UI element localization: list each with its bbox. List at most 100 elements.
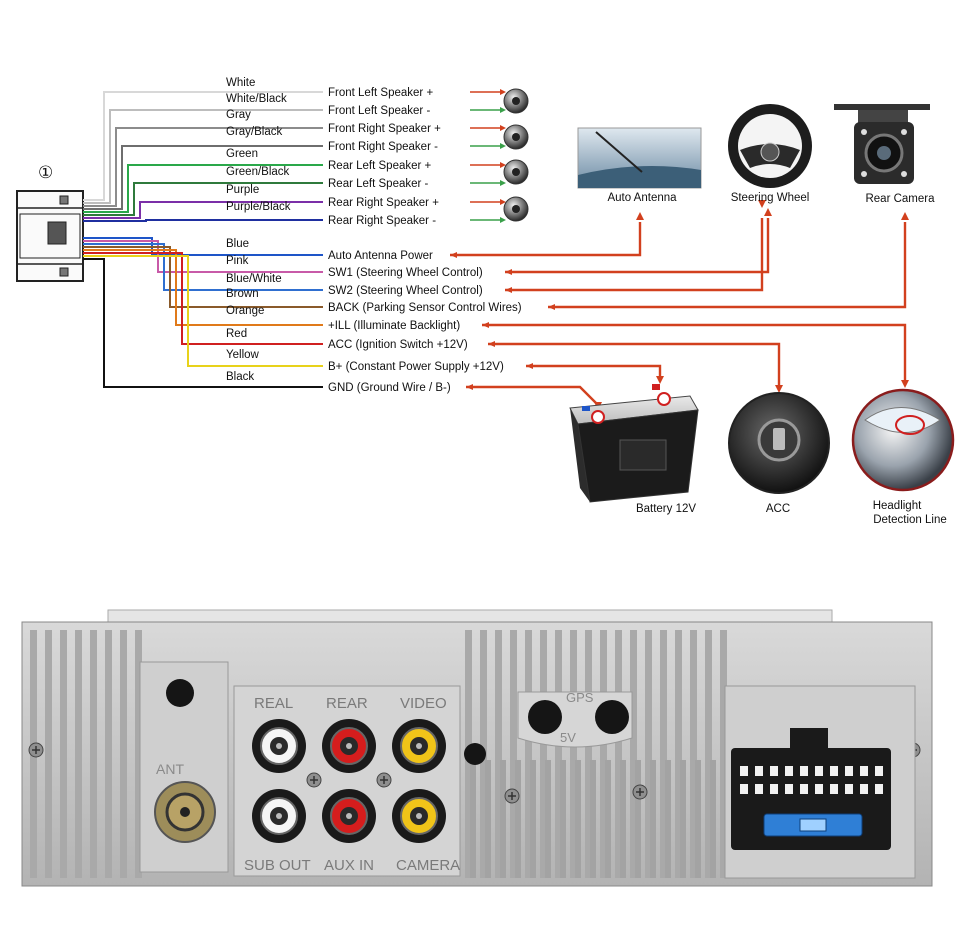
wire-color-label: Purple/Black	[226, 201, 291, 213]
wire-function-label: +ILL (Illuminate Backlight)	[328, 320, 460, 332]
antenna-label: Auto Antenna	[607, 192, 677, 204]
wire-function-label: SW2 (Steering Wheel Control)	[328, 285, 483, 297]
wire-5	[83, 182, 323, 216]
wire-color-label: White	[226, 77, 255, 89]
connection-arrow	[505, 287, 512, 293]
wire-6	[83, 201, 323, 219]
connection-arrow	[636, 212, 644, 220]
wire-3	[83, 145, 323, 210]
connection-arrow	[656, 376, 664, 384]
rca-jack	[252, 789, 306, 843]
steering-wheel-label: Steering Wheel	[731, 192, 810, 204]
speaker-icon	[503, 88, 529, 114]
wire-1	[83, 109, 323, 204]
wire-function-label: B+ (Constant Power Supply +12V)	[328, 361, 504, 373]
rear-panel: ANT REAL REAR VIDEO SUB OUT AUX IN CAMER…	[21, 609, 933, 887]
5v-label: 5V	[560, 730, 576, 745]
connection-arrow	[901, 380, 909, 388]
wire-function-label: Front Left Speaker +	[328, 87, 433, 99]
connection-arrow	[482, 322, 489, 328]
headlight-label-line1: Headlight	[873, 500, 922, 512]
headlight-label-line2: Detection Line	[873, 514, 947, 526]
harness-connector	[16, 190, 84, 282]
connection-line	[482, 323, 907, 380]
rear-camera-picture: Rear Camera	[834, 104, 935, 205]
wire-color-label: Blue/White	[226, 273, 282, 285]
screw-icon	[504, 788, 520, 804]
wire-14	[83, 255, 323, 367]
rca-jack	[252, 719, 306, 773]
speaker-icon	[503, 124, 529, 150]
wire-13	[83, 252, 323, 345]
rca-top-label-3: VIDEO	[400, 695, 447, 712]
screw-icon	[28, 742, 44, 758]
connection-line	[505, 218, 764, 292]
wire-color-label: White/Black	[226, 93, 287, 105]
wire-function-label: ACC (Ignition Switch +12V)	[328, 339, 468, 351]
connection-arrow	[526, 363, 533, 369]
speaker-icon	[503, 196, 529, 222]
connection-arrow	[775, 385, 783, 393]
rca-bottom-label-1: SUB OUT	[244, 857, 311, 874]
ant-label: ANT	[156, 761, 184, 777]
antenna-picture: Auto Antenna	[577, 127, 702, 204]
connection-arrow	[488, 341, 495, 347]
rca-jack	[322, 789, 376, 843]
wire-color-label: Orange	[226, 305, 264, 317]
wire-color-label: Red	[226, 328, 247, 340]
battery-picture: Battery 12V	[569, 384, 699, 515]
gps-label: GPS	[566, 690, 594, 705]
wire-15	[83, 258, 323, 388]
rca-bottom-label-2: AUX IN	[324, 857, 374, 874]
acc-picture: ACC	[728, 392, 830, 515]
connection-arrow	[466, 384, 473, 390]
steering-wheel-picture: Steering Wheel	[728, 104, 812, 204]
wire-color-label: Green	[226, 148, 258, 160]
wire-11	[83, 246, 323, 308]
rca-jacks	[252, 719, 446, 843]
wire-function-label: Front Right Speaker +	[328, 123, 441, 135]
wire-function-label: GND (Ground Wire / B-)	[328, 382, 451, 394]
rca-jack	[392, 719, 446, 773]
connection-arrow	[505, 269, 512, 275]
wire-4	[83, 164, 323, 213]
wire-function-label: Front Right Speaker -	[328, 141, 438, 153]
wire-color-label: Black	[226, 371, 254, 383]
screw-icon	[306, 772, 322, 788]
wire-function-label: Rear Left Speaker +	[328, 160, 432, 172]
rca-jack	[322, 719, 376, 773]
wire-color-label: Green/Black	[226, 166, 290, 178]
wire-function-label: SW1 (Steering Wheel Control)	[328, 267, 483, 279]
wire-color-label: Pink	[226, 255, 249, 267]
screw-icon	[376, 772, 392, 788]
connection-arrow	[901, 212, 909, 220]
connection-arrow	[450, 252, 457, 258]
connection-line	[548, 222, 907, 309]
connection-arrow	[764, 208, 772, 216]
connection-arrow	[548, 304, 555, 310]
wire-12	[83, 249, 323, 326]
wire-color-label: Gray	[226, 109, 251, 121]
wire-0	[83, 91, 323, 201]
battery-label: Battery 12V	[636, 503, 696, 515]
connector-number: ①	[38, 163, 53, 182]
connection-line	[488, 342, 781, 386]
rear-camera-label: Rear Camera	[865, 193, 935, 205]
headlight-picture: Headlight Detection Line	[851, 388, 955, 526]
connection-line	[505, 218, 770, 274]
wire-color-label: Purple	[226, 184, 259, 196]
wire-function-label: BACK (Parking Sensor Control Wires)	[328, 302, 522, 314]
rca-top-label-2: REAR	[326, 695, 368, 712]
connection-arrow	[758, 200, 766, 208]
wire-function-label: Front Left Speaker -	[328, 105, 430, 117]
wire-2	[83, 127, 323, 207]
wire-function-label: Rear Left Speaker -	[328, 178, 429, 190]
rca-bottom-label-3: CAMERA	[396, 857, 460, 874]
connection-line	[466, 385, 599, 406]
rca-top-label-1: REAL	[254, 695, 293, 712]
wire-function-label: Rear Right Speaker +	[328, 197, 439, 209]
wire-color-label: Blue	[226, 238, 249, 250]
wire-7	[83, 219, 323, 222]
